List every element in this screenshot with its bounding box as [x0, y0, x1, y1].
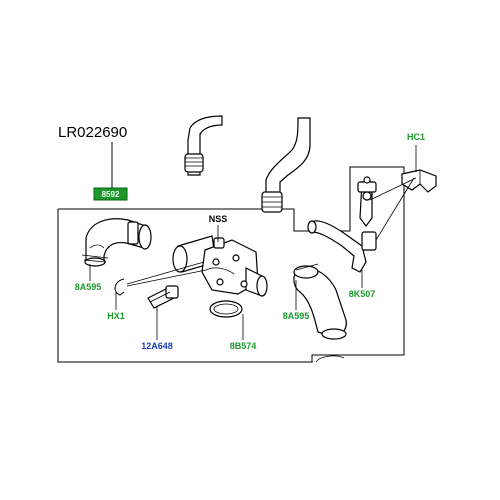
elbow-hose-right	[293, 263, 347, 340]
part-number: LR022690	[58, 124, 127, 141]
elbow-hose-left	[81, 218, 152, 267]
label-8a595-left: 8A595	[75, 282, 102, 292]
lower-partial-part	[315, 355, 345, 363]
highlight-label: 8592	[102, 190, 120, 199]
assembly-boundary	[57, 166, 405, 363]
o-ring-inner	[213, 303, 239, 315]
hose-assembly-right	[307, 176, 377, 273]
o-ring	[209, 300, 243, 318]
thermostat-housing	[172, 235, 268, 297]
label-hx1: HX1	[107, 311, 125, 321]
upper-hose-left	[184, 115, 223, 176]
label-hc1: HC1	[407, 132, 425, 142]
leader-lines	[89, 145, 417, 340]
clip-hx1	[114, 278, 125, 296]
label-8k507: 8K507	[349, 289, 376, 299]
label-8a595-right: 8A595	[283, 311, 310, 321]
label-8b574: 8B574	[230, 341, 257, 351]
label-nss: NSS	[209, 214, 228, 224]
temperature-sensor	[147, 285, 179, 309]
highlight-label-box	[93, 187, 128, 201]
clip-hc1	[401, 169, 437, 193]
upper-hose-right	[261, 117, 311, 213]
label-12a648: 12A648	[141, 341, 173, 351]
